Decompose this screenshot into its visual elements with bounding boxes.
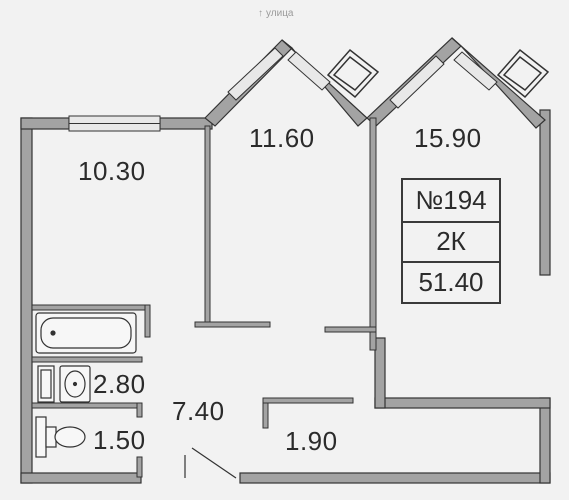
room-area-room-2: 15.90 [414, 123, 482, 153]
balcony-1-inner [332, 55, 373, 91]
balcony-2-inner [502, 55, 543, 91]
room-area-toilet: 1.50 [93, 425, 146, 455]
arrow-up-icon: ↑ [258, 8, 263, 19]
balcony-1 [326, 48, 380, 99]
exterior-walls [20, 109, 551, 484]
apartment-number: №194 [415, 184, 487, 215]
room-area-hallway: 7.40 [172, 396, 225, 426]
room-area-kitchen: 10.30 [78, 156, 146, 186]
washbasin [37, 365, 91, 403]
window-room-2b [453, 51, 498, 91]
street-label: улица [266, 8, 294, 19]
windows [68, 47, 498, 132]
balcony-2 [496, 48, 550, 99]
room-area-storage: 1.90 [285, 426, 338, 456]
balconies [326, 48, 550, 99]
street-direction: ↑улица [258, 8, 294, 19]
room-area-room-1: 11.60 [249, 123, 315, 153]
window-room-1 [227, 47, 284, 101]
wall-zig-4 [451, 37, 546, 129]
room-area-bathroom: 2.80 [93, 369, 146, 399]
window-room-2 [389, 55, 445, 109]
apartment-total-area: 51.40 [403, 261, 499, 302]
toilet [35, 416, 86, 458]
apartment-info-box: №194 2К 51.40 [401, 178, 501, 304]
entrance-door [184, 447, 237, 479]
bathtub [35, 312, 137, 354]
window-room-1b [287, 51, 331, 91]
apartment-type: 2К [403, 220, 499, 262]
interior-walls [31, 117, 377, 478]
